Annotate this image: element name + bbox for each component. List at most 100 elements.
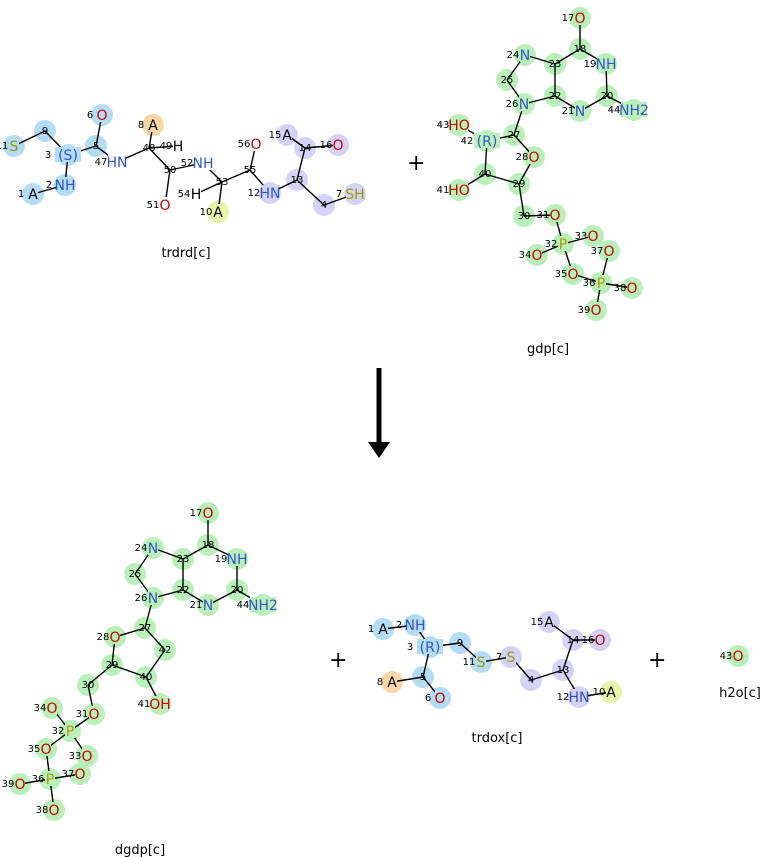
gdp-atom-number-26: 26 (506, 99, 519, 110)
gdp-atom-number-43: 43 (437, 120, 450, 131)
gdp-atom-symbol-38: O (626, 281, 637, 297)
trdox-atom-symbol-10: A (606, 685, 616, 701)
trdox-atom-number-10: 10 (593, 687, 606, 698)
gdp-bond-23-18 (554, 48, 581, 65)
dgdp-atom-number-37: 37 (62, 769, 75, 780)
gdp-atom-label-bg-21 (575, 103, 585, 118)
dgdp-atom-symbol-38: O (48, 803, 59, 819)
gdp-atom-label-bg-39 (591, 302, 601, 317)
dgdp-atom-symbol-36: P (46, 772, 54, 788)
gdp-atom-label-bg-43 (450, 117, 468, 132)
trdrd-atom-label-bg-51 (160, 197, 170, 212)
trdrd-atom-number-12: 12 (248, 188, 261, 199)
trdrd-atom-number-7: 7 (336, 189, 342, 200)
gdp-atom-label-bg-34 (532, 247, 542, 262)
dgdp-atom-label-bg-34 (47, 700, 57, 715)
gdp-atom-number-42: 42 (461, 136, 474, 147)
trdrd-atom-number-50: 50 (164, 165, 177, 176)
trdox-atom-number-9: 9 (457, 638, 463, 649)
trdrd-atom-label-bg-11 (9, 138, 19, 153)
dgdp-atom-label-bg-35 (41, 741, 51, 756)
gdp-atom-number-37: 37 (591, 246, 604, 257)
dgdp-atom-symbol-31: O (88, 707, 99, 723)
trdrd-atom-number-51: 51 (147, 200, 160, 211)
trdox-atom-symbol-8: A (387, 675, 397, 691)
gdp-atom-number-41: 41 (437, 185, 450, 196)
trdox-atom-symbol-12: HN (569, 690, 590, 706)
gdp-atom-label-bg-38 (627, 280, 637, 295)
trdox-atom-symbol-2: NH (405, 618, 426, 634)
gdp-atom-label-bg-28 (529, 149, 539, 164)
gdp-atom-symbol-35: O (567, 267, 578, 283)
trdox-atom-number-2: 2 (396, 620, 402, 631)
trdrd-atom-number-6: 6 (87, 110, 93, 121)
trdox-atom-number-5: 5 (420, 672, 426, 683)
trdrd-atom-number-13: 13 (291, 175, 304, 186)
trdrd-atom-symbol-12: HN (260, 186, 281, 202)
product-label-dgdp: dgdp[c] (115, 843, 165, 857)
trdox-atom-number-15: 15 (531, 617, 544, 628)
trdrd-atom-label-bg-7 (346, 186, 364, 201)
trdrd-atom-number-52: 52 (181, 158, 194, 169)
trdrd-atom-label-bg-3 (55, 147, 81, 162)
trdrd-atom-label-bg-1 (28, 186, 38, 201)
gdp-bond-29-30 (518, 183, 525, 217)
gdp-atom-number-28: 28 (516, 152, 529, 163)
trdrd-atom-label-bg-16 (333, 137, 343, 152)
molecule-gdp: O1718NH1920NH244N212223N2425N2627O282940… (437, 7, 649, 321)
gdp-atom-label-bg-24 (520, 47, 530, 62)
dgdp-atom-number-32: 32 (52, 726, 65, 737)
h2o-atom-number-43: 43 (720, 651, 733, 662)
trdrd-atom-number-56: 56 (238, 139, 251, 150)
dgdp-atom-label-bg-44 (250, 597, 276, 612)
trdrd-atom-label-bg-56 (251, 136, 261, 151)
trdox-atom-label-bg-16 (595, 632, 605, 647)
gdp-atom-symbol-44: NH2 (619, 103, 649, 119)
trdrd-atom-symbol-2: NH (55, 178, 76, 194)
trdrd-atom-number-53: 53 (216, 177, 229, 188)
trdox-atom-symbol-3: (R) (420, 640, 441, 656)
trdrd-atom-number-54: 54 (178, 189, 191, 200)
trdrd-atom-label-bg-2 (56, 177, 74, 192)
trdox-atom-label-bg-1 (378, 621, 388, 636)
dgdp-atom-number-40: 40 (140, 672, 153, 683)
reaction-arrow (368, 368, 390, 458)
trdrd-atom-number-11: 11 (0, 141, 8, 152)
trdrd-atom-number-8: 8 (138, 120, 144, 131)
gdp-atom-symbol-33: O (587, 229, 598, 245)
dgdp-bond-29-40 (111, 664, 147, 678)
dgdp-atom-number-44: 44 (237, 600, 250, 611)
gdp-atom-number-25: 25 (501, 75, 514, 86)
trdrd-atom-number-4: 4 (321, 200, 327, 211)
reactant-label-trdrd: trdrd[c] (161, 246, 210, 261)
gdp-atom-label-bg-36 (596, 275, 606, 290)
dgdp-atom-number-30: 30 (82, 680, 95, 691)
trdox-bond-13-14 (562, 639, 574, 671)
dgdp-atom-symbol-37: O (74, 767, 85, 783)
dgdp-atom-number-28: 28 (97, 632, 110, 643)
trdrd-bond-13-4 (296, 179, 325, 206)
trdrd-atom-symbol-49: H (173, 139, 184, 155)
trdrd-atom-number-10: 10 (200, 207, 213, 218)
trdox-atom-label-bg-7 (506, 649, 516, 664)
trdrd-atom-number-55: 55 (244, 165, 257, 176)
gdp-atom-number-40: 40 (479, 169, 492, 180)
dgdp-atom-number-25: 25 (129, 569, 142, 580)
dgdp-atom-symbol-39: O (14, 777, 25, 793)
gdp-atom-number-20: 20 (601, 91, 614, 102)
dgdp-atom-symbol-34: O (46, 701, 57, 717)
gdp-atom-symbol-26: N (519, 97, 529, 113)
gdp-atom-label-bg-35 (568, 266, 578, 281)
dgdp-atom-label-bg-41 (151, 696, 169, 711)
gdp-atom-label-bg-26 (519, 96, 529, 111)
gdp-atom-label-bg-32 (558, 236, 568, 251)
dgdp-atom-symbol-41: OH (149, 697, 171, 713)
trdrd-atom-label-bg-49 (173, 138, 183, 153)
trdox-atom-symbol-1: A (378, 622, 388, 638)
trdrd-atom-label-bg-52 (194, 155, 212, 170)
trdrd-atom-symbol-8: A (148, 118, 158, 134)
h2o-atom-label-bg-43 (733, 648, 743, 663)
trdrd-atom-number-16: 16 (320, 140, 333, 151)
gdp-atom-number-44: 44 (608, 105, 621, 116)
